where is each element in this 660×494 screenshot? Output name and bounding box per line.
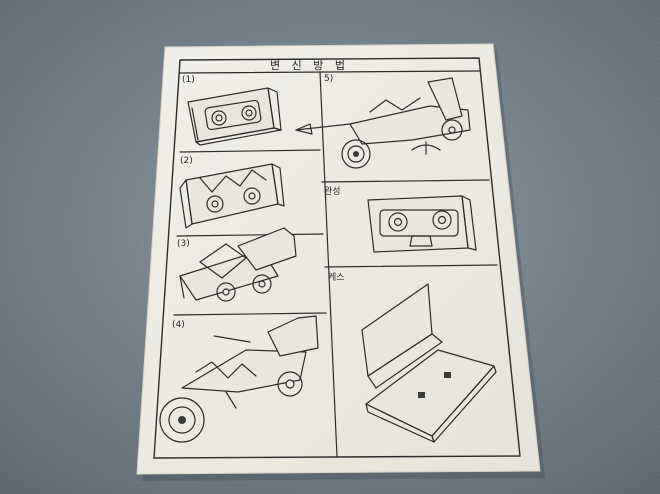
case-label: 케스: [328, 272, 345, 283]
step-3-drawing: [179, 227, 297, 302]
case-drawing: [361, 283, 497, 443]
step-1-cassette-drawing: [187, 87, 282, 146]
step-1-label: (1): [182, 75, 195, 85]
step-5-label: 5): [324, 74, 333, 84]
completed-drawing: [367, 195, 477, 253]
sheet-frame: [153, 57, 521, 459]
step-4-label: (4): [172, 320, 185, 330]
complete-label: 완성: [324, 186, 341, 197]
step-5-drawing: [295, 77, 471, 169]
step-4-drawing: [159, 315, 319, 443]
step-2-drawing: [179, 163, 285, 229]
step-3-label: (3): [177, 239, 190, 249]
sheet-title: 변 신 방 법: [270, 59, 349, 72]
step-2-label: (2): [180, 156, 193, 166]
